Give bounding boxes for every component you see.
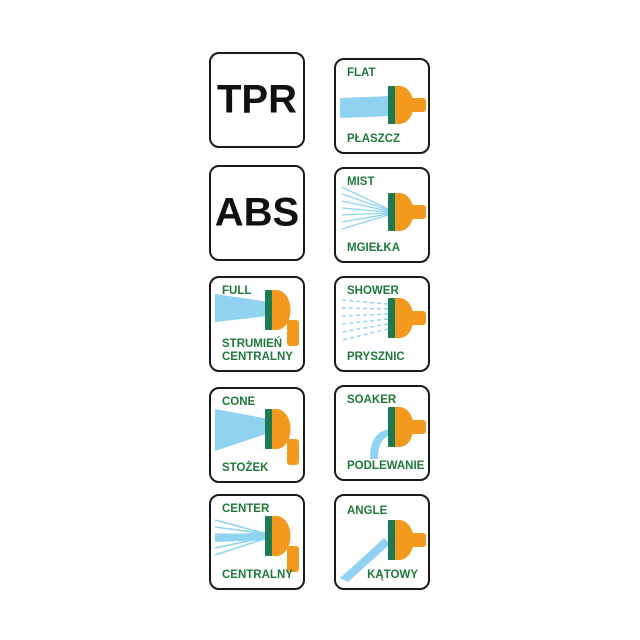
mode-name-en: CENTER — [222, 503, 270, 515]
material-tile-abs: ABS — [209, 165, 305, 261]
full-spray-nozzle-icon — [215, 290, 299, 346]
mist-spray-nozzle-icon — [341, 186, 426, 231]
mode-name-en: FULL — [222, 285, 252, 297]
mode-name-en: MIST — [347, 176, 375, 188]
mode-name-pl: KĄTOWY — [367, 569, 418, 581]
mode-tile-full: FULL STRUMIEŃ CENTRALNY — [209, 276, 305, 372]
mode-name-pl: PŁASZCZ — [347, 133, 401, 145]
mode-name-pl: STRUMIEŃ CENTRALNY — [222, 338, 293, 363]
mode-name-en: ANGLE — [347, 505, 388, 517]
mode-name-en: CONE — [222, 396, 256, 408]
mode-tile-angle: ANGLE KĄTOWY — [334, 494, 430, 590]
mode-name-en: SHOWER — [347, 285, 399, 297]
mode-name-en: SOAKER — [347, 394, 397, 406]
mode-name-pl: PRYSZNIC — [347, 351, 405, 363]
mode-tile-flat: FLAT PŁASZCZ — [334, 58, 430, 154]
mode-tile-soaker: SOAKER PODLEWANIE — [334, 385, 430, 481]
mode-name-pl: STOŻEK — [222, 462, 269, 474]
soaker-spray-nozzle-icon — [370, 407, 426, 459]
mode-tile-center: CENTER CENTRALNY — [209, 494, 305, 590]
material-label: TPR — [217, 77, 297, 122]
mode-name-pl: MGIEŁKA — [347, 242, 401, 254]
mode-name-pl: CENTRALNY — [222, 569, 293, 581]
cone-spray-nozzle-icon — [215, 409, 299, 465]
angle-spray-nozzle-icon — [340, 520, 426, 582]
flat-spray-nozzle-icon — [340, 86, 426, 124]
mode-tile-shower: SHOWER PRYSZNIC — [334, 276, 430, 372]
shower-spray-nozzle-icon — [341, 298, 426, 341]
mode-tile-mist: MIST MGIEŁKA — [334, 167, 430, 263]
mode-name-pl: PODLEWANIE — [347, 460, 425, 472]
center-spray-nozzle-icon — [214, 516, 299, 572]
mode-tile-cone: CONE STOŻEK — [209, 387, 305, 483]
material-tile-tpr: TPR — [209, 52, 305, 148]
material-label: ABS — [214, 190, 300, 235]
mode-name-en: FLAT — [347, 67, 376, 79]
